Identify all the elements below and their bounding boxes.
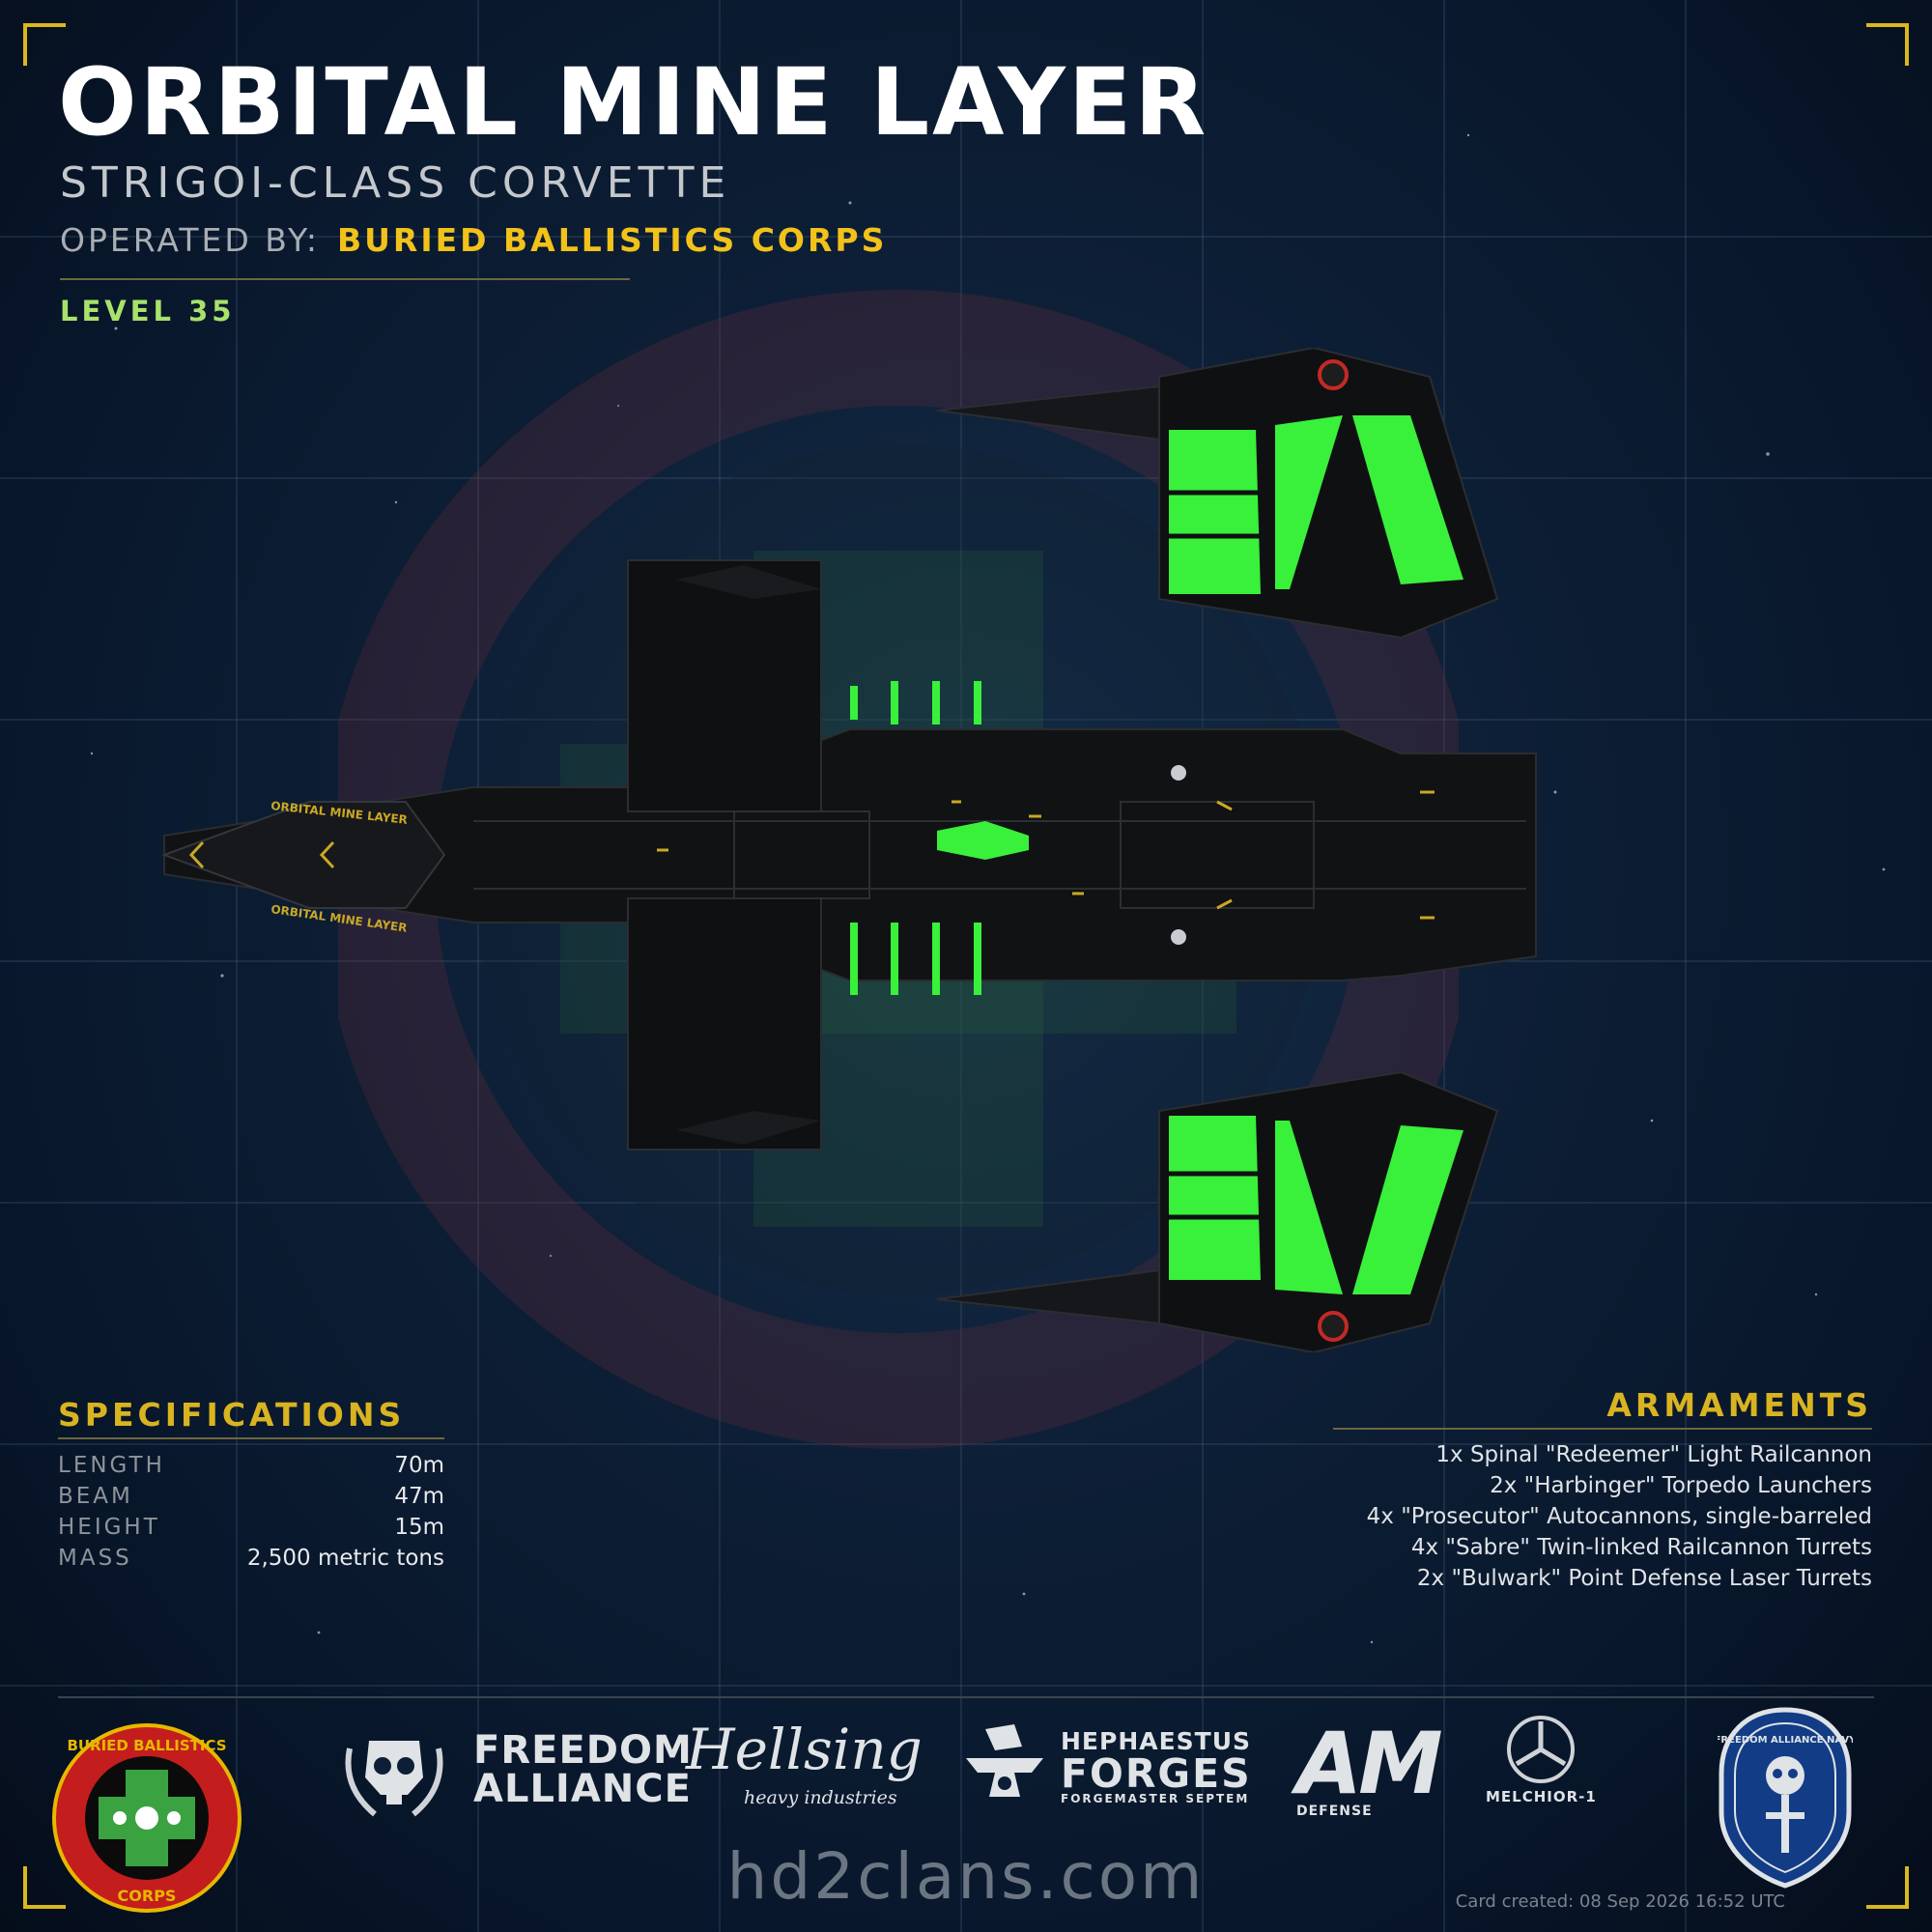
am-defense-mark: AM — [1296, 1714, 1443, 1813]
spec-row-length: LENGTH 70m — [58, 1451, 444, 1480]
clan-badge-bottom-text: CORPS — [118, 1887, 177, 1905]
spec-value: 47m — [394, 1484, 444, 1509]
melchior-name: MELCHIOR-1 — [1486, 1788, 1597, 1805]
armament-item: 1x Spinal "Redeemer" Light Railcannon — [1435, 1442, 1872, 1467]
specifications-divider — [58, 1437, 444, 1439]
armament-item: 2x "Harbinger" Torpedo Launchers — [1490, 1473, 1872, 1498]
anvil-icon — [966, 1724, 1043, 1797]
specifications-heading: SPECIFICATIONS — [58, 1396, 406, 1434]
navy-shield-icon — [1719, 1707, 1852, 1889]
spec-value: 15m — [394, 1515, 444, 1540]
hephaestus-line1: HEPHAESTUS — [1061, 1727, 1252, 1755]
freedom-alliance-line2: ALLIANCE — [473, 1767, 692, 1811]
ship-cockpit — [937, 821, 1029, 860]
corner-bracket-bottom-left — [23, 1866, 66, 1909]
navy-text: FREEDOM ALLIANCE NAVY — [1718, 1735, 1853, 1746]
corner-bracket-top-left — [23, 23, 66, 66]
hellsing-logo: Hellsing — [686, 1717, 923, 1782]
header-divider — [60, 278, 630, 280]
ship-title: ORBITAL MINE LAYER — [58, 48, 1209, 156]
freedom-alliance-line1: FREEDOM — [473, 1728, 693, 1773]
spec-label: BEAM — [58, 1484, 133, 1509]
armament-item: 4x "Prosecutor" Autocannons, single-barr… — [1366, 1504, 1872, 1529]
spec-row-mass: MASS 2,500 metric tons — [58, 1544, 444, 1573]
navy-arc-text: FREEDOM ALLIANCE NAVY — [1718, 1735, 1853, 1746]
site-url: hd2clans.com — [726, 1839, 1206, 1914]
spec-row-height: HEIGHT 15m — [58, 1513, 444, 1542]
operated-by-label: OPERATED BY: — [60, 221, 320, 259]
spec-label: MASS — [58, 1546, 132, 1571]
operated-by: OPERATED BY: BURIED BALLISTICS CORPS — [60, 224, 887, 256]
armament-item: 4x "Sabre" Twin-linked Railcannon Turret… — [1410, 1535, 1872, 1560]
ship-class: STRIGOI-CLASS CORVETTE — [60, 158, 731, 208]
operator-name: BURIED BALLISTICS CORPS — [336, 221, 888, 259]
spec-label: HEIGHT — [58, 1515, 160, 1540]
armaments-heading: ARMAMENTS — [1606, 1386, 1872, 1424]
upper-pod — [627, 559, 822, 812]
hephaestus-line2: FORGES — [1061, 1750, 1252, 1797]
skull-wreath-icon — [345, 1741, 443, 1817]
ship-nose — [161, 801, 446, 909]
armament-item: 2x "Bulwark" Point Defense Laser Turrets — [1416, 1566, 1872, 1591]
hephaestus-line3: FORGEMASTER SEPTEM — [1061, 1792, 1250, 1805]
clan-badge-top-text: BURIED BALLISTICS — [67, 1737, 226, 1754]
melchior-circle-icon — [1507, 1716, 1575, 1783]
footer-divider — [58, 1696, 1874, 1698]
card-created-timestamp: Card created: 08 Sep 2026 16:52 UTC — [1455, 1891, 1785, 1912]
spec-value: 2,500 metric tons — [246, 1546, 444, 1571]
armaments-divider — [1333, 1428, 1872, 1430]
am-defense-sub: DEFENSE — [1296, 1804, 1373, 1819]
spec-value: 70m — [394, 1453, 444, 1478]
corner-bracket-top-right — [1866, 23, 1909, 66]
lower-pod — [627, 897, 822, 1151]
clan-badge-icon: BURIED BALLISTICS CORPS — [52, 1723, 242, 1913]
corner-bracket-bottom-right — [1866, 1866, 1909, 1909]
ship-top-view: ORBITAL MINE LAYER ORBITAL MINE LAYER — [161, 348, 1537, 1352]
level-badge: LEVEL 35 — [60, 295, 236, 327]
hellsing-tagline: heavy industries — [744, 1787, 897, 1808]
spec-label: LENGTH — [58, 1453, 165, 1478]
spec-row-beam: BEAM 47m — [58, 1482, 444, 1511]
